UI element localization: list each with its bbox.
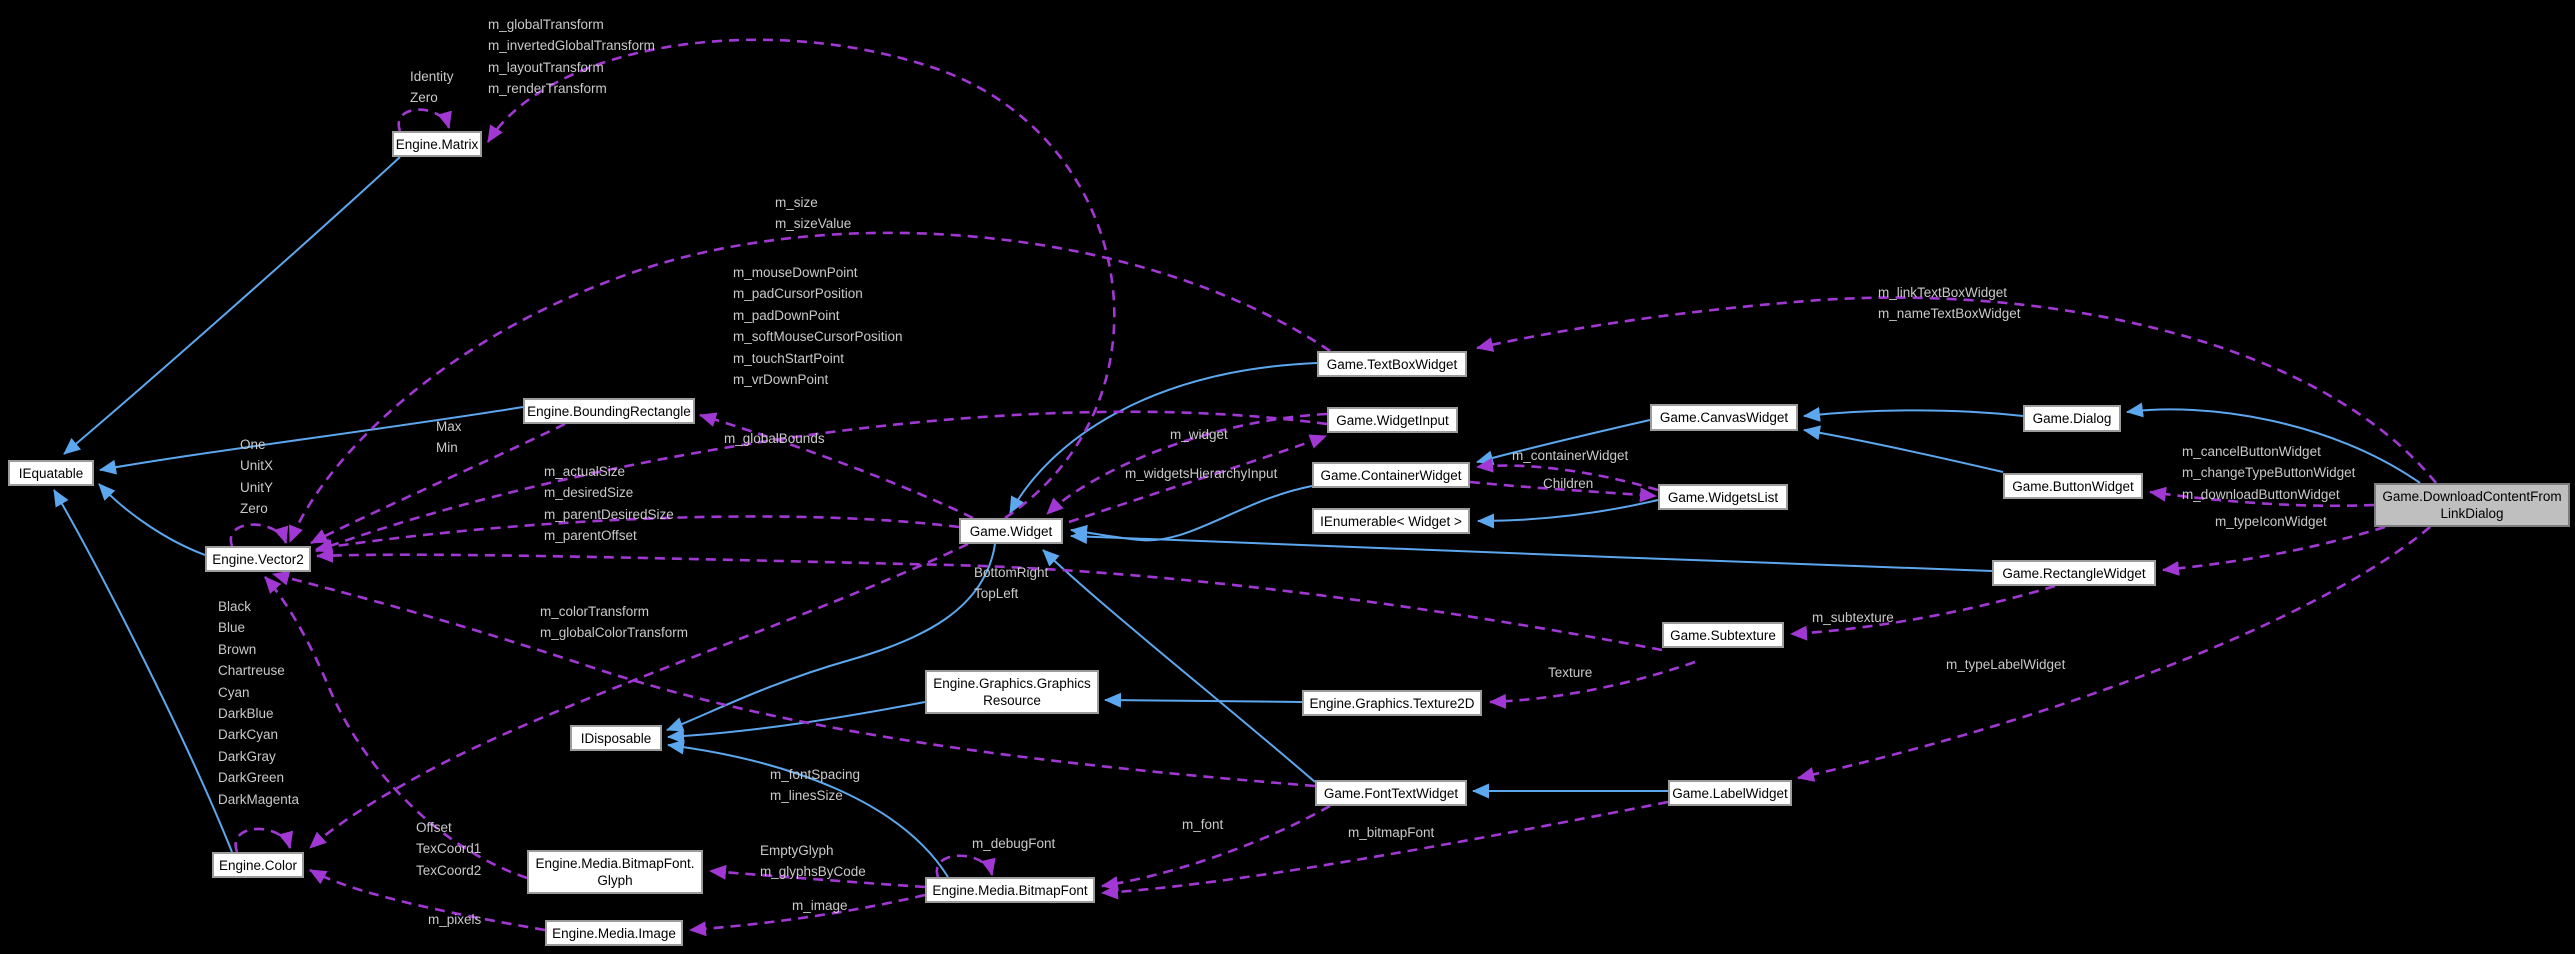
edge-boundingrectangle-vector2 bbox=[310, 422, 566, 545]
edge-buttonwidget-canvaswidget bbox=[1803, 425, 2004, 473]
edge-color-self bbox=[234, 827, 294, 853]
node-engine-boundingrectangle[interactable]: Engine.BoundingRectangle bbox=[523, 398, 695, 424]
edge-dialog-canvaswidget bbox=[1803, 406, 2024, 422]
edge-texture2d-graphicsresource bbox=[1104, 692, 1303, 708]
node-ienumerable-widget[interactable]: IEnumerable< Widget > bbox=[1312, 508, 1470, 534]
edge-widget-boundingrectangle bbox=[699, 412, 974, 520]
edge-dcfld-labelwidget bbox=[1797, 526, 2431, 782]
node-game-widget[interactable]: Game.Widget bbox=[959, 518, 1063, 544]
node-engine-graphics-texture2d[interactable]: Engine.Graphics.Texture2D bbox=[1302, 690, 1482, 716]
edge-subtexture-texture2d bbox=[1489, 660, 1696, 709]
edge-vector2-self bbox=[229, 523, 289, 547]
node-iequatable[interactable]: IEquatable bbox=[8, 460, 94, 486]
edge-bitmapfont-image bbox=[689, 893, 926, 937]
node-game-fonttextwidget[interactable]: Game.FontTextWidget bbox=[1315, 780, 1467, 806]
edge-fonttextwidget-widget bbox=[1042, 549, 1316, 783]
edge-fonttextwidget-bitmapfont bbox=[1101, 804, 1331, 891]
node-engine-matrix[interactable]: Engine.Matrix bbox=[392, 131, 482, 157]
edge-fonttextwidget-vector2 bbox=[272, 570, 1316, 788]
edge-graphicsresource-idisposable bbox=[667, 701, 926, 744]
node-game-subtexture[interactable]: Game.Subtexture bbox=[1662, 622, 1784, 648]
edge-rectanglewidget-subtexture bbox=[1790, 584, 2056, 641]
edge-containerwidget-widget bbox=[1070, 485, 1313, 542]
edge-widgetinput-widget bbox=[1046, 412, 1328, 515]
edge-textboxwidget-vector2 bbox=[288, 231, 1331, 543]
edge-dcfld-buttonwidget bbox=[2149, 486, 2375, 508]
node-game-dialog[interactable]: Game.Dialog bbox=[2023, 405, 2121, 432]
edge-bitmapfont-glyph bbox=[709, 864, 926, 889]
edge-vector2-iequatable bbox=[98, 483, 206, 556]
edge-widgetinput-vector2 bbox=[315, 410, 1328, 553]
node-game-downloadcontentfromlinkdialog[interactable]: Game.DownloadContentFrom LinkDialog bbox=[2374, 483, 2570, 527]
node-game-textboxwidget[interactable]: Game.TextBoxWidget bbox=[1317, 351, 1467, 377]
node-game-buttonwidget[interactable]: Game.ButtonWidget bbox=[2003, 473, 2143, 499]
node-game-containerwidget[interactable]: Game.ContainerWidget bbox=[1312, 462, 1470, 488]
edge-image-color bbox=[309, 868, 546, 932]
node-engine-color[interactable]: Engine.Color bbox=[212, 852, 304, 878]
edge-subtexture-vector2 bbox=[316, 547, 1663, 652]
edge-rectanglewidget-widget bbox=[1070, 528, 1993, 572]
edge-canvaswidget-containerwidget bbox=[1476, 419, 1651, 466]
node-game-widgetinput[interactable]: Game.WidgetInput bbox=[1327, 407, 1458, 433]
edge-widgetslist-ienumerable bbox=[1477, 499, 1659, 529]
node-game-widgetslist[interactable]: Game.WidgetsList bbox=[1658, 484, 1788, 510]
edge-widget-vector2 bbox=[315, 515, 960, 554]
node-engine-media-bitmapfont[interactable]: Engine.Media.BitmapFont bbox=[925, 877, 1095, 903]
edge-widget-idisposable bbox=[666, 543, 996, 732]
edge-dcfld-dialog bbox=[2126, 402, 2421, 484]
edge-widget-matrix bbox=[486, 38, 1116, 520]
node-engine-media-image[interactable]: Engine.Media.Image bbox=[545, 920, 683, 946]
node-engine-media-bitmapfont-glyph[interactable]: Engine.Media.BitmapFont. Glyph bbox=[527, 850, 703, 894]
node-game-labelwidget[interactable]: Game.LabelWidget bbox=[1668, 780, 1792, 806]
node-engine-graphics-graphicsresource[interactable]: Engine.Graphics.Graphics Resource bbox=[925, 670, 1099, 714]
edge-containerwidget-widgetslist bbox=[1469, 480, 1657, 503]
edge-boundingrectangle-iequatable bbox=[99, 406, 524, 475]
edge-widgetslist-containerwidget bbox=[1476, 457, 1659, 492]
node-game-rectanglewidget[interactable]: Game.RectangleWidget bbox=[1992, 560, 2156, 586]
edge-textboxwidget-widget bbox=[1009, 362, 1318, 514]
edge-bitmapfont-self bbox=[935, 854, 996, 878]
edge-widget-widgetinput bbox=[1068, 434, 1327, 524]
node-idisposable[interactable]: IDisposable bbox=[570, 725, 662, 751]
edge-labelwidget-bitmapfont bbox=[1101, 800, 1669, 900]
node-engine-vector2[interactable]: Engine.Vector2 bbox=[205, 546, 311, 572]
node-game-canvaswidget[interactable]: Game.CanvasWidget bbox=[1650, 404, 1798, 431]
edge-glyph-vector2 bbox=[264, 576, 528, 880]
edge-color-iequatable bbox=[53, 489, 233, 853]
edge-matrix-self bbox=[397, 108, 452, 132]
edge-bitmapfont-idisposable bbox=[667, 739, 949, 878]
edge-dcfld-rectanglewidget bbox=[2162, 525, 2386, 576]
edge-dcfld-textboxwidget bbox=[1476, 296, 2438, 484]
edge-widget-color bbox=[309, 542, 969, 849]
edge-matrix-iequatable bbox=[63, 156, 401, 455]
